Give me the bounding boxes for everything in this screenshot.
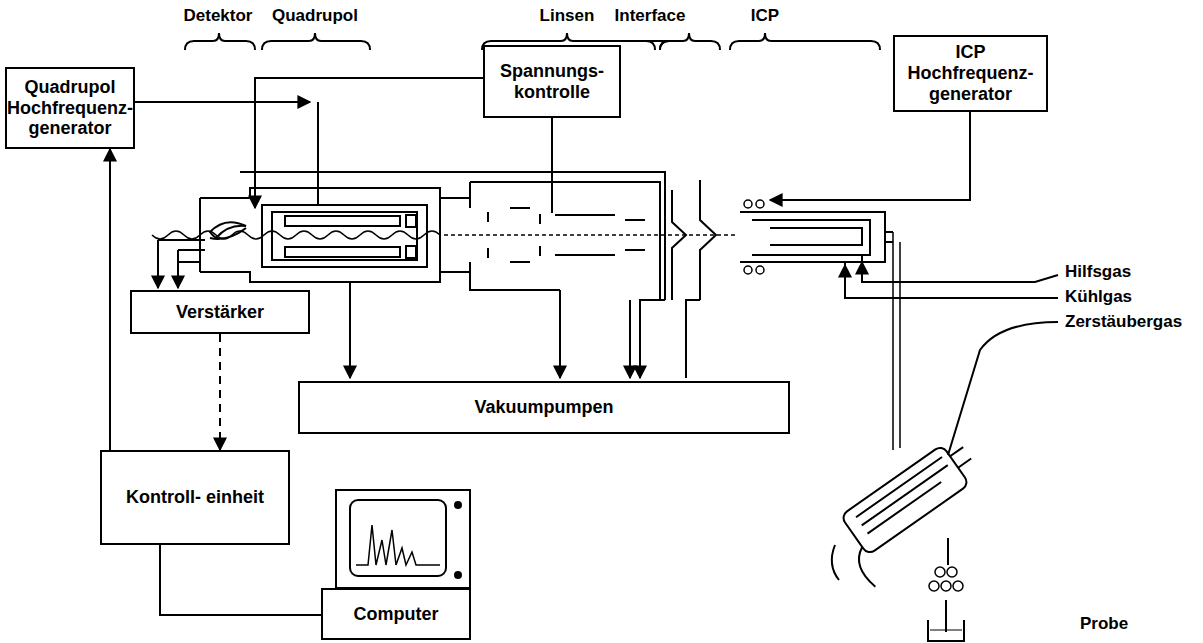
box-text: Kontroll- einheit <box>126 487 264 508</box>
box-text: Computer <box>354 604 439 625</box>
pump-line <box>559 290 561 378</box>
box-text: ICP Hochfrequenz- generator <box>901 42 1040 104</box>
connector <box>109 149 111 450</box>
pump-line <box>640 300 665 378</box>
monitor <box>336 490 470 588</box>
vacuum-housing <box>200 172 665 300</box>
amplifier-box: Verstärker <box>130 290 310 334</box>
detector <box>210 222 246 238</box>
control-box: Kontroll- einheit <box>100 450 290 545</box>
section-label: ICP <box>749 6 781 26</box>
signal-wire <box>178 250 205 288</box>
rf-coil <box>744 200 764 274</box>
sample-liquid <box>930 630 962 631</box>
rf-wire <box>317 102 319 205</box>
sample-tube <box>893 232 900 450</box>
generator-box: Quadrupol Hochfrequenz- generator <box>5 67 135 149</box>
ion-path <box>152 231 440 239</box>
box-text: Spannungs- kontrolle <box>491 61 613 102</box>
rf-wire <box>770 112 970 200</box>
pump-line <box>686 300 700 378</box>
section-label: Quadrupol <box>270 6 360 26</box>
box-text: Quadrupol Hochfrequenz- generator <box>7 77 133 139</box>
signal-wire <box>178 261 200 263</box>
section-label: Detektor <box>182 6 255 26</box>
section-label: Linsen <box>538 6 597 26</box>
sample-tube <box>945 600 947 632</box>
rf-wire <box>135 101 310 103</box>
computer-box: Computer <box>321 588 471 640</box>
connector <box>160 545 321 615</box>
drain <box>832 545 839 580</box>
sample-beaker <box>928 620 964 641</box>
gas-line <box>862 262 1058 282</box>
signal-wire <box>158 240 205 288</box>
peristaltic-pump <box>929 567 963 591</box>
nebulizer <box>829 436 1000 588</box>
ion-beam <box>440 234 735 236</box>
section-label: Interface <box>613 6 688 26</box>
gas-line <box>845 265 1058 298</box>
sample-tube <box>947 538 949 565</box>
box-text: Vakuumpumpen <box>474 397 613 418</box>
control-box: Spannungs- kontrolle <box>483 45 621 118</box>
gas-label: Hilfsgas <box>1063 262 1133 282</box>
pump-box: Vakuumpumpen <box>298 381 790 434</box>
gas-label: Probe <box>1078 614 1130 634</box>
gas-label: Kühlgas <box>1063 287 1134 307</box>
gas-label: Zerstäubergas <box>1063 312 1184 332</box>
voltage-wire <box>255 78 483 208</box>
icp-torch <box>740 212 893 290</box>
interface-cone <box>672 180 716 300</box>
pump-line <box>349 282 351 378</box>
voltage-wire <box>551 118 553 213</box>
pump-line <box>629 300 631 378</box>
connector <box>219 334 221 450</box>
box-text: Verstärker <box>176 302 264 323</box>
generator-box: ICP Hochfrequenz- generator <box>893 35 1048 112</box>
gas-line <box>948 322 1058 455</box>
